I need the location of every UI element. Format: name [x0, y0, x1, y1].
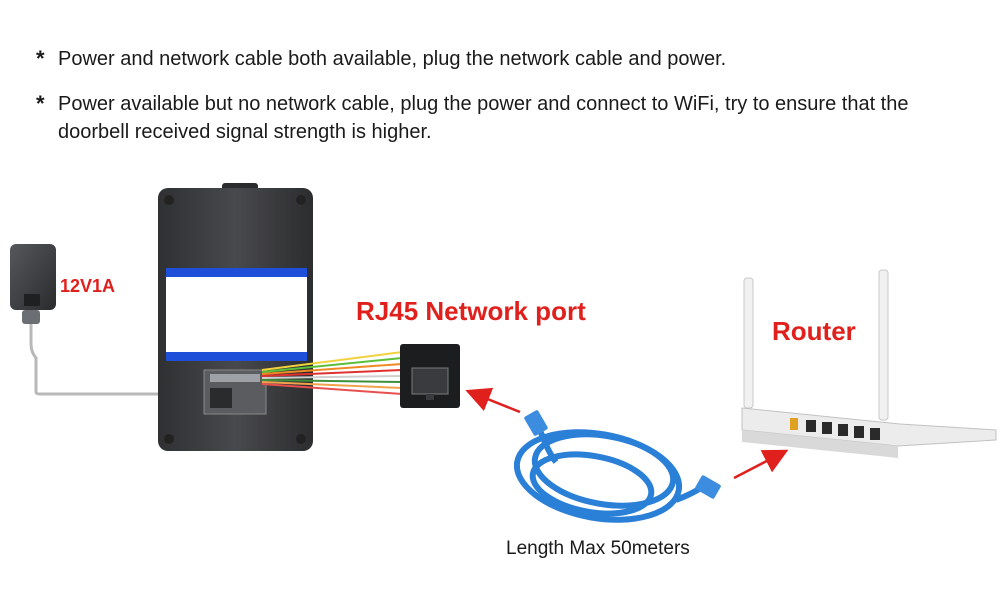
rj45-port-label: RJ45 Network port [356, 296, 586, 326]
note-text: Power available but no network cable, pl… [58, 93, 909, 143]
arrow-to-router [733, 449, 789, 480]
rj45-jack-icon [400, 344, 460, 408]
bullet-star: * [36, 46, 45, 71]
adapter-rating-label: 12V1A [60, 276, 116, 296]
power-adapter-icon [10, 244, 210, 396]
cable-length-label: Length Max 50meters [506, 538, 690, 559]
router-label: Router [772, 316, 856, 346]
note-text: Power and network cable both available, … [58, 48, 727, 70]
bullet-star: * [36, 91, 45, 116]
cable-plug-icon [695, 475, 721, 499]
cable-plug-icon [524, 410, 548, 436]
instruction-note-wired: * Power and network cable both available… [36, 45, 936, 73]
arrow-to-port [465, 387, 521, 414]
instruction-note-wifi: * Power available but no network cable, … [36, 90, 936, 146]
doorbell-unit-icon [158, 183, 313, 451]
router-icon [741, 269, 997, 458]
wire-harness [261, 351, 403, 395]
network-cable-icon [513, 428, 706, 523]
